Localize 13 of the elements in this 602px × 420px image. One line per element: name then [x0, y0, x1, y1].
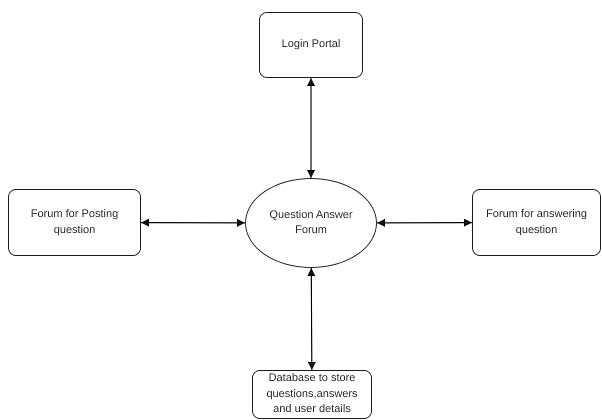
node-label: Forum for Posting question	[30, 207, 120, 238]
arrow	[377, 218, 472, 227]
process-box	[259, 12, 363, 78]
arrow	[141, 218, 245, 227]
node-label: Forum for answering question	[485, 207, 588, 238]
node-label: Login Portal	[282, 37, 340, 52]
node-label: Question Answer Forum	[268, 208, 354, 238]
process-box	[472, 189, 601, 256]
process-box	[8, 189, 141, 256]
process-box	[252, 370, 372, 419]
arrow	[307, 268, 316, 370]
arrow	[307, 78, 315, 178]
node-label: Database to store questions,answers and user details	[265, 371, 359, 418]
